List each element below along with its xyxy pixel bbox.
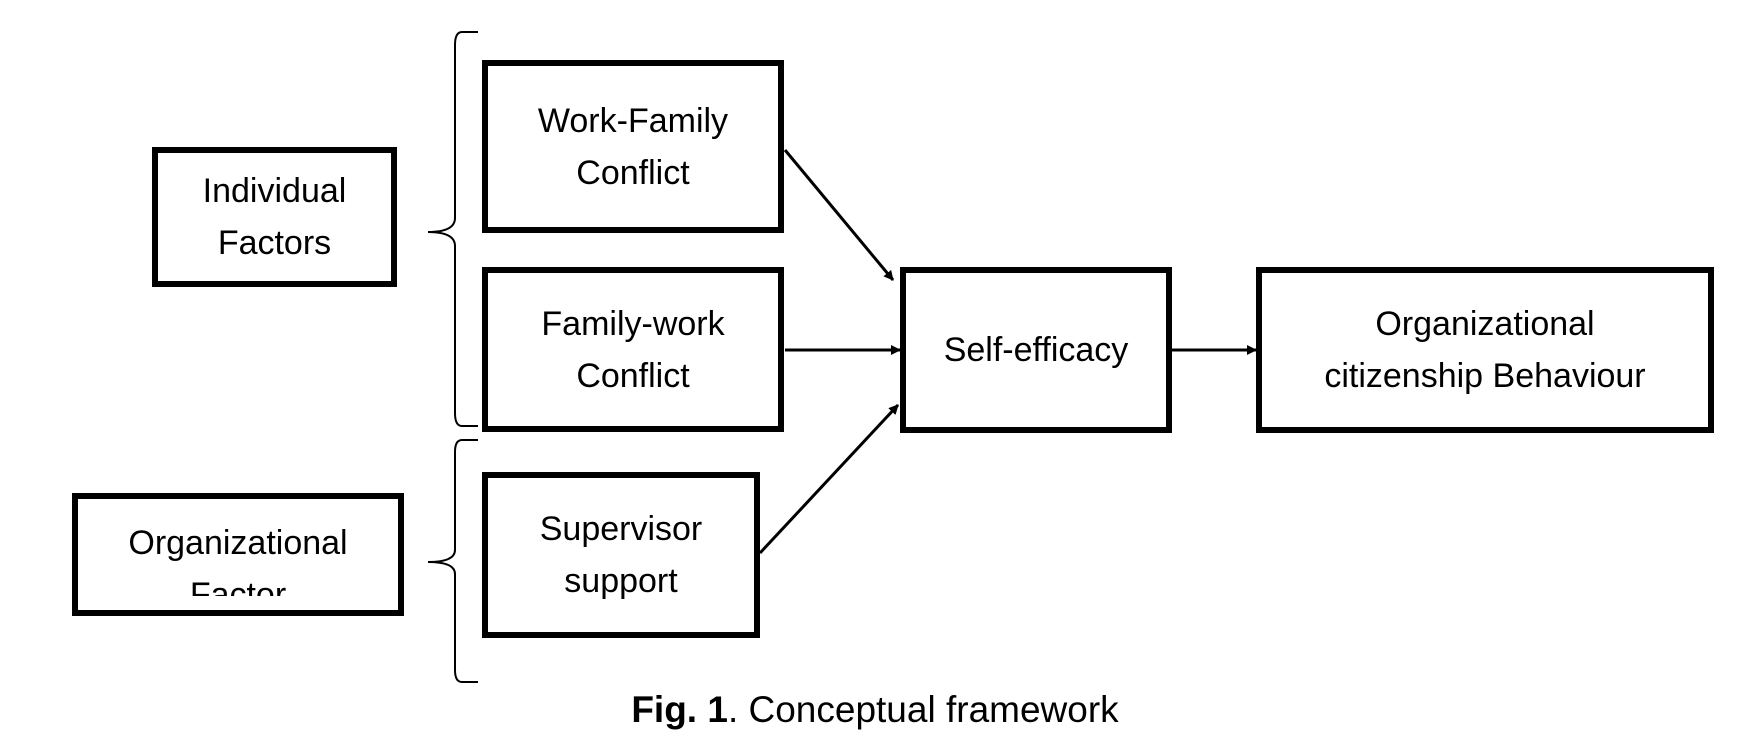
ocb-box: Organizational citizenship Behaviour [1256, 267, 1714, 433]
self-efficacy-box: Self-efficacy [900, 267, 1172, 433]
figure-caption-text: . Conceptual framework [727, 689, 1119, 730]
organizational-factor-box: Organizational Factor [72, 493, 404, 616]
work-family-conflict-label: Work-Family Conflict [537, 101, 729, 192]
individual-factors-brace [427, 31, 478, 427]
arrow-supervisor-to-self-efficacy [758, 403, 900, 555]
organizational-factor-clip: Organizational Factor [78, 517, 398, 596]
figure-caption: Fig. 1. Conceptual framework [0, 690, 1750, 730]
arrow-work-family-to-self-efficacy [783, 149, 895, 281]
ocb-label: Organizational citizenship Behaviour [1324, 305, 1646, 395]
figure-number: Fig. 1 [631, 689, 728, 730]
supervisor-support-label: Supervisor support [539, 510, 703, 600]
organizational-factor-brace [427, 439, 478, 683]
family-work-conflict-label: Family-work Conflict [541, 304, 725, 395]
work-family-conflict-box: Work-Family Conflict [482, 60, 784, 233]
self-efficacy-label: Self-efficacy [943, 331, 1129, 369]
supervisor-support-box: Supervisor support [482, 472, 760, 638]
family-work-conflict-box: Family-work Conflict [482, 267, 784, 432]
individual-factors-box: Individual Factors [152, 147, 397, 287]
individual-factors-label: Individual Factors [202, 172, 347, 262]
organizational-factor-label: Organizational Factor [128, 524, 348, 596]
